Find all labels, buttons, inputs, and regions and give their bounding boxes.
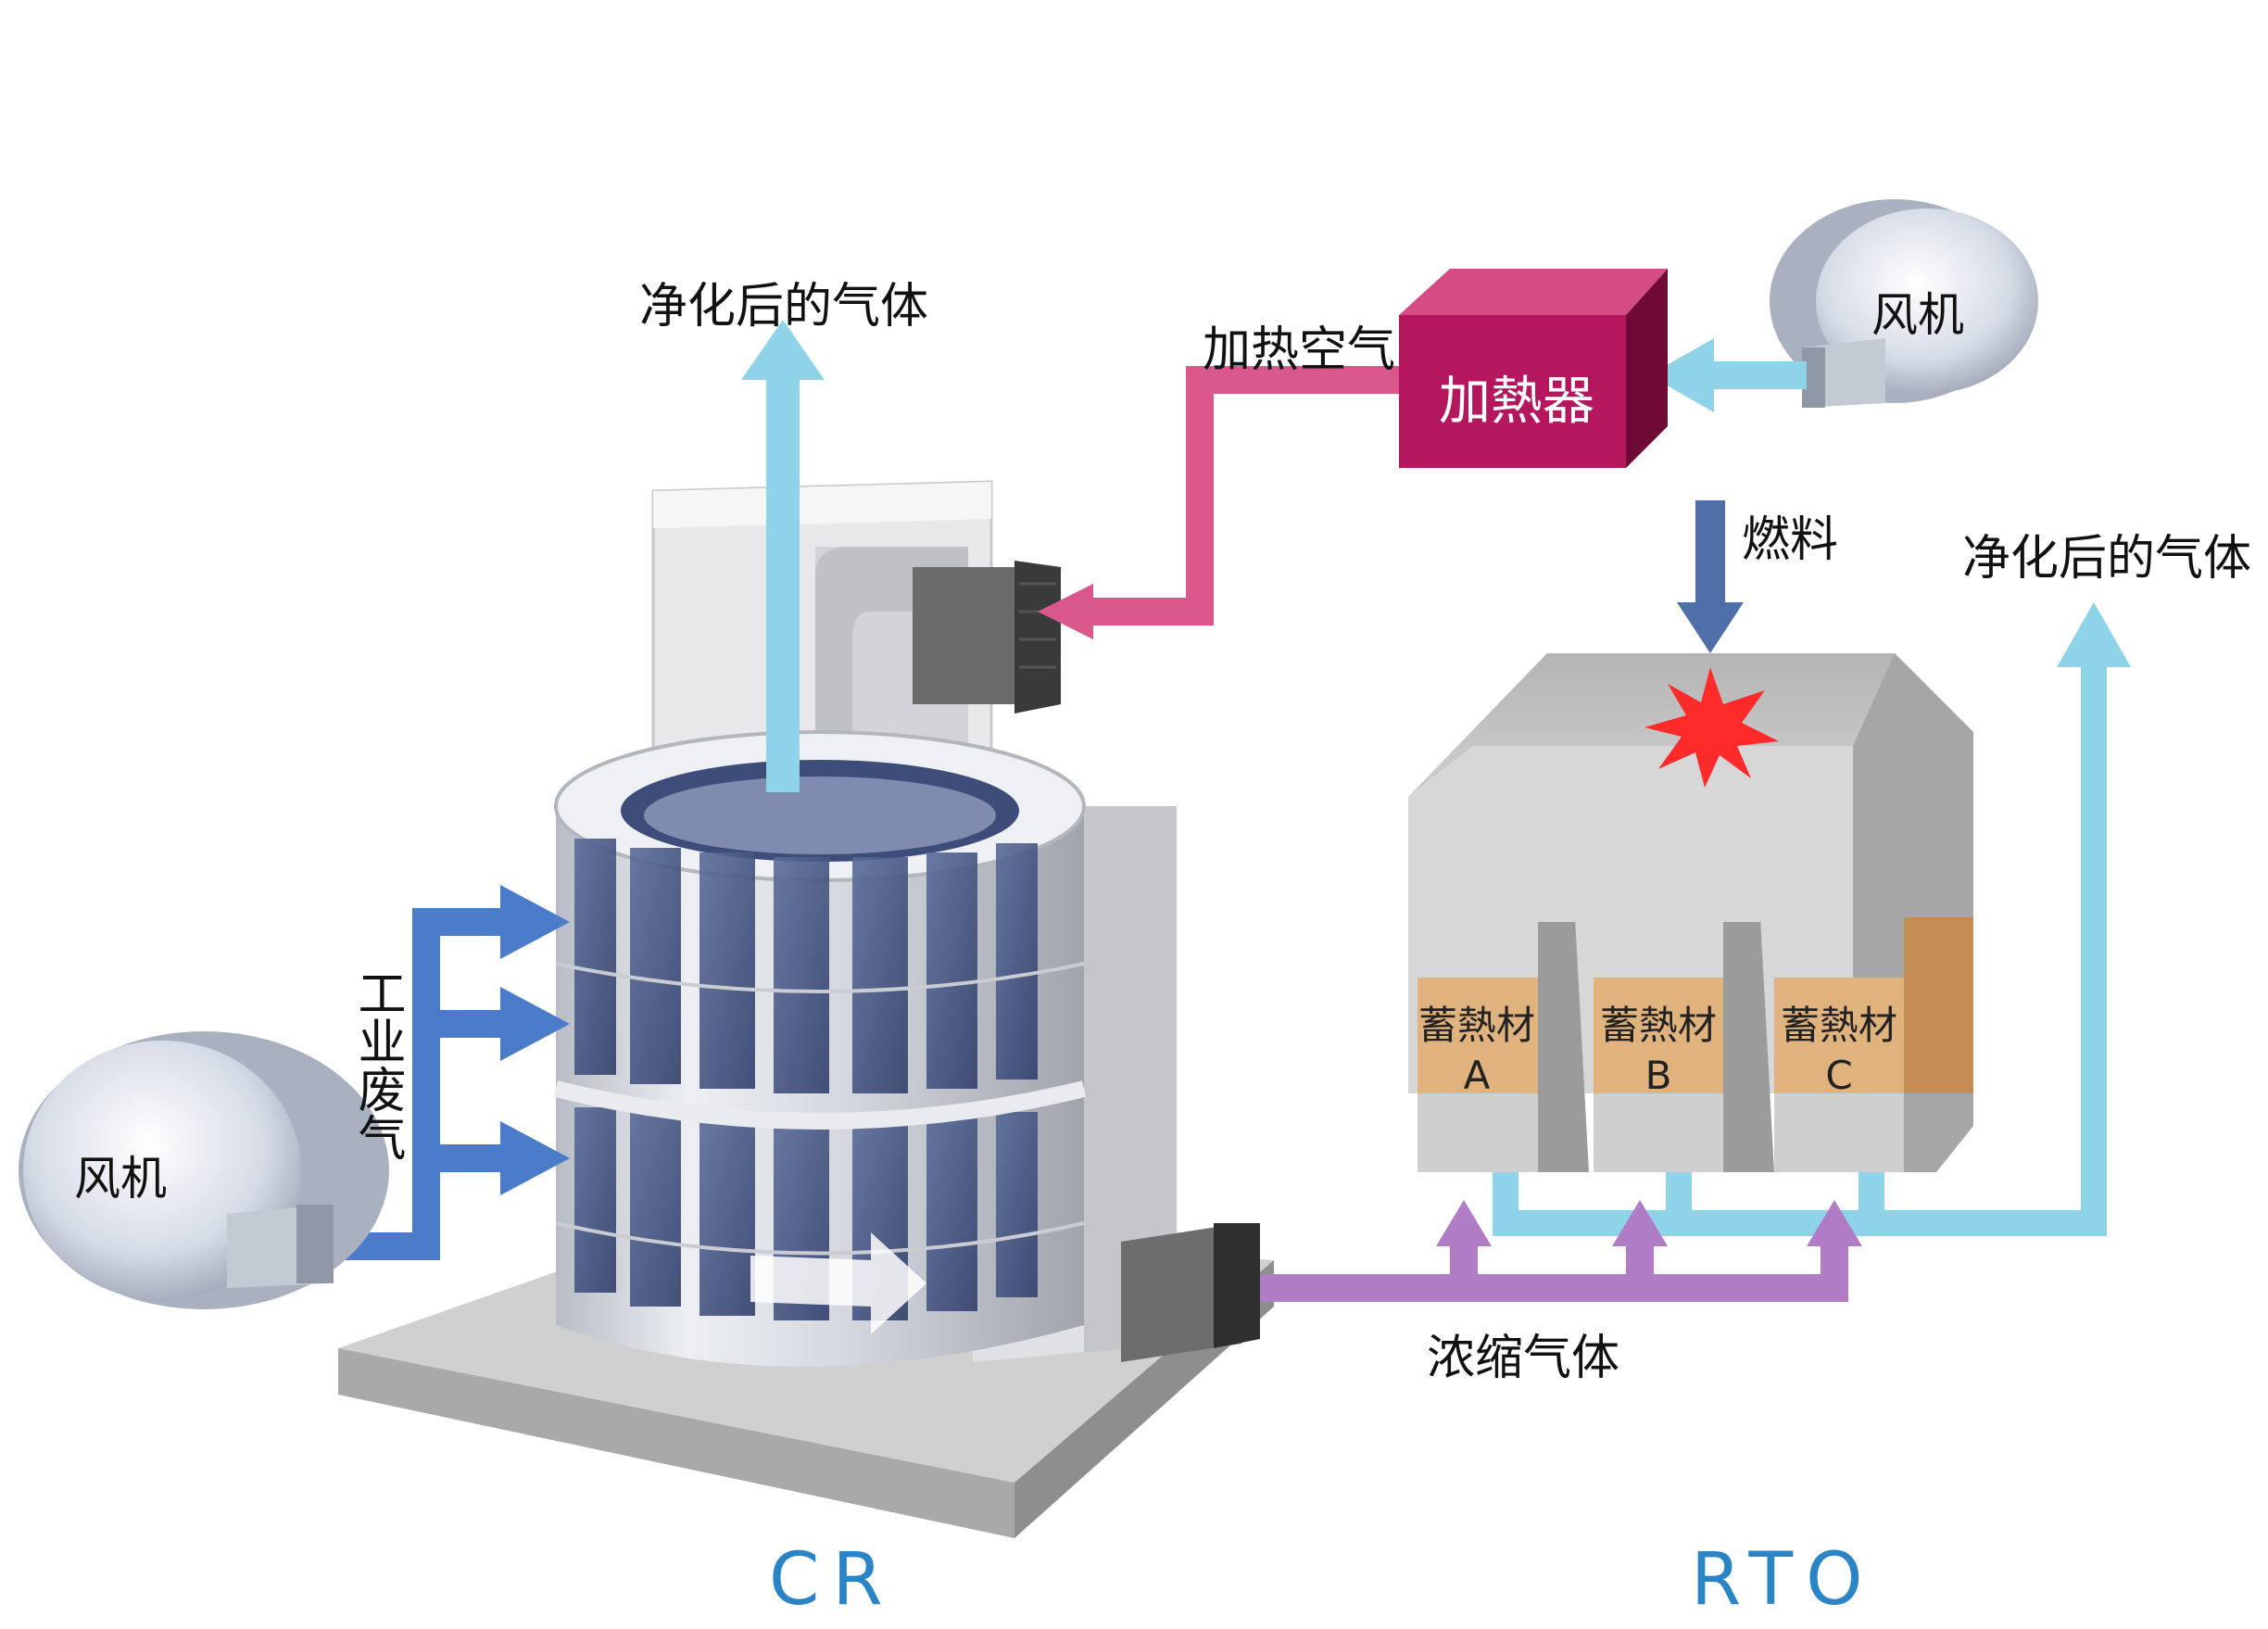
fan-to-heater-arrow: [1649, 338, 1807, 412]
rto-purified-gas-arrowhead: [2057, 602, 2131, 667]
label-rto: RTO: [1691, 1538, 1876, 1622]
regen-bed-a: [1418, 917, 1589, 1172]
label-concentrated-gas: 浓缩气体: [1427, 1331, 1620, 1386]
concentrated-gas-arrowhead-c: [1807, 1200, 1862, 1246]
cr-purified-gas-arrow: [741, 320, 825, 792]
label-bed-c: 蓄熱材 C: [1780, 1003, 1897, 1098]
waste-gas-arrowhead-1: [500, 885, 570, 959]
concentrated-gas-outlet-grille: [1121, 1223, 1260, 1362]
regen-bed-b: [1594, 917, 1774, 1172]
fan-left: [19, 1031, 389, 1309]
label-fan-top: 风机: [1871, 288, 1964, 342]
label-fan-left: 风机: [74, 1152, 167, 1206]
regen-bed-c: [1774, 978, 1904, 1172]
label-industrial-waste-gas: 工业废气: [349, 968, 405, 1161]
label-cr: CR: [769, 1538, 896, 1622]
rto-clean-outlet-ducts: [1493, 667, 2107, 1236]
waste-gas-arrowhead-3: [500, 1121, 570, 1195]
concentrated-gas-arrowhead-b: [1612, 1200, 1668, 1246]
fan-top: [1770, 199, 2038, 408]
heater-box: [1399, 269, 1668, 468]
fuel-arrow: [1677, 500, 1744, 653]
label-fuel: 燃料: [1742, 512, 1839, 568]
cr-adsorbent-panels: [574, 839, 1038, 1320]
cr-rotor-cylinder: [553, 730, 1087, 1367]
heated-air-inlet-grille: [913, 561, 1061, 713]
label-heated-air: 加热空气: [1203, 322, 1396, 378]
label-heater: 加熱器: [1439, 372, 1594, 432]
heated-air-arrow: [1038, 366, 1413, 639]
label-bed-b: 蓄熱材 B: [1599, 1003, 1717, 1098]
waste-gas-arrows: [306, 908, 500, 1260]
concentrated-gas-arrow: [1260, 1242, 1848, 1302]
label-purified-gas-right: 净化后的气体: [1962, 531, 2252, 587]
rotation-arrow: [750, 1232, 926, 1334]
burner-flame: [1644, 667, 1779, 788]
rto-body: [1408, 653, 1973, 1172]
label-purified-gas-left: 净化后的气体: [639, 279, 929, 335]
waste-gas-arrowhead-2: [500, 987, 570, 1061]
label-bed-a: 蓄熱材 A: [1418, 1003, 1535, 1098]
concentrated-gas-arrowhead-a: [1436, 1200, 1492, 1246]
